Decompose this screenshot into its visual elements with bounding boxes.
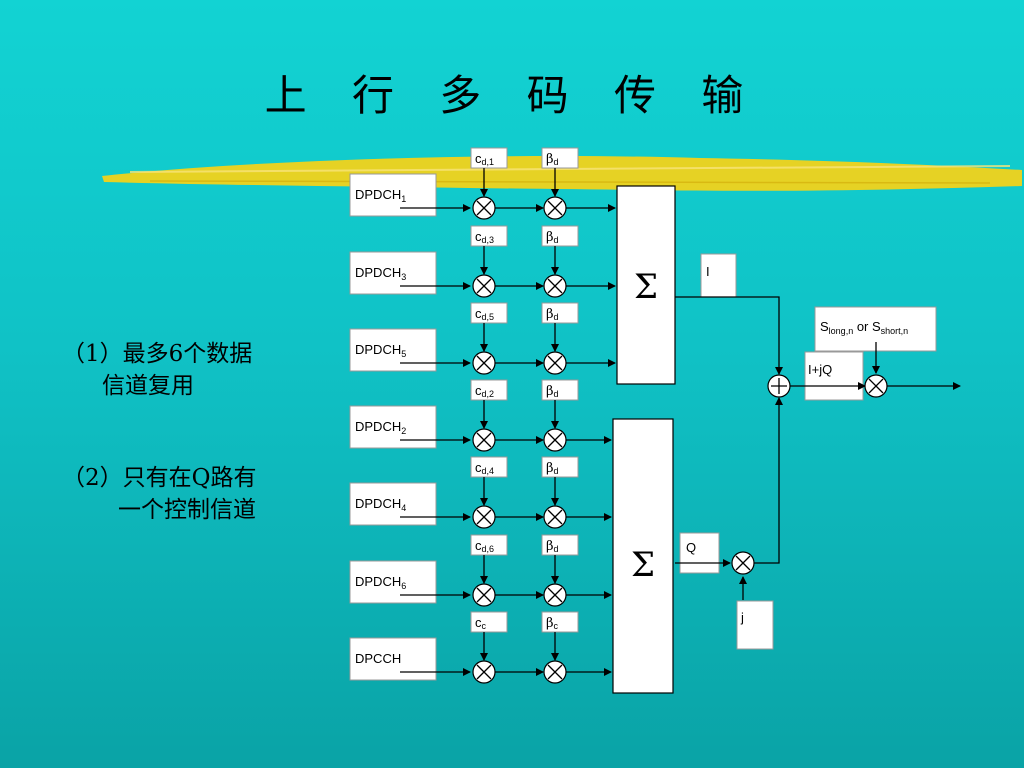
- note-1: （1）最多6个数据 信道复用: [62, 338, 252, 402]
- channel-row: DPDCH2 cd,2 βd: [349, 379, 612, 452]
- channel-row: DPDCH1 cd,1 βd: [349, 147, 616, 220]
- j-label: j: [740, 610, 744, 625]
- i-branch: I: [675, 253, 783, 375]
- channelization-code-label: cd,2: [475, 383, 494, 399]
- ijq-label: I+jQ: [808, 362, 832, 377]
- slide-title: 上 行 多 码 传 输: [264, 71, 760, 120]
- iq-combiner: I+jQ Slong,n or Sshort,n: [767, 306, 961, 401]
- gain-factor-label: βd: [546, 230, 559, 245]
- channel-label: DPDCH1: [355, 187, 406, 204]
- note-1-line-1: （1）最多6个数据: [62, 341, 253, 367]
- channelization-code-label: cd,4: [475, 460, 494, 476]
- gain-factor-label: βd: [546, 461, 559, 476]
- i-label: I: [706, 264, 710, 279]
- channelization-code-label: cd,6: [475, 538, 494, 554]
- channel-row: DPDCH6 cd,6 βd: [349, 534, 612, 607]
- sum-i-symbol: Σ: [634, 267, 658, 307]
- scramble-code-label: Slong,n or Sshort,n: [820, 319, 908, 336]
- channelization-code-label: cd,3: [475, 229, 494, 245]
- sum-block-i: Σ: [616, 185, 676, 385]
- q-label: Q: [686, 540, 696, 555]
- channel-label: DPDCH3: [355, 265, 406, 282]
- channelization-code-label: cc: [475, 615, 487, 631]
- channel-row: DPDCH5 cd,5 βd: [349, 302, 616, 375]
- channel-row: DPDCH3 cd,3 βd: [349, 225, 616, 298]
- highlight-stroke: [102, 156, 1022, 191]
- channel-label: DPDCH6: [355, 574, 406, 591]
- channel-label: DPDCH4: [355, 496, 406, 513]
- gain-factor-label: βd: [546, 307, 559, 322]
- note-1-line-2: 信道复用: [102, 373, 194, 399]
- note-2-line-1: （2）只有在Q路有: [62, 465, 257, 491]
- gain-factor-label: βd: [546, 152, 559, 167]
- note-2: （2）只有在Q路有 一个控制信道: [62, 462, 257, 526]
- channel-label: DPDCH5: [355, 342, 406, 359]
- channelization-code-label: cd,5: [475, 306, 494, 322]
- gain-factor-label: βd: [546, 539, 559, 554]
- channel-label: DPDCH2: [355, 419, 406, 436]
- channel-label: DPCCH: [355, 651, 401, 666]
- channelization-code-label: cd,1: [475, 151, 494, 167]
- channel-row: DPCCH cc βc: [349, 611, 612, 684]
- gain-factor-label: βc: [546, 616, 559, 631]
- sum-block-q: Σ: [612, 418, 674, 694]
- q-branch: Q j: [675, 397, 783, 650]
- sum-q-symbol: Σ: [631, 545, 655, 585]
- note-2-line-2: 一个控制信道: [118, 497, 256, 523]
- gain-factor-label: βd: [546, 384, 559, 399]
- channel-row: DPDCH4 cd,4 βd: [349, 456, 612, 529]
